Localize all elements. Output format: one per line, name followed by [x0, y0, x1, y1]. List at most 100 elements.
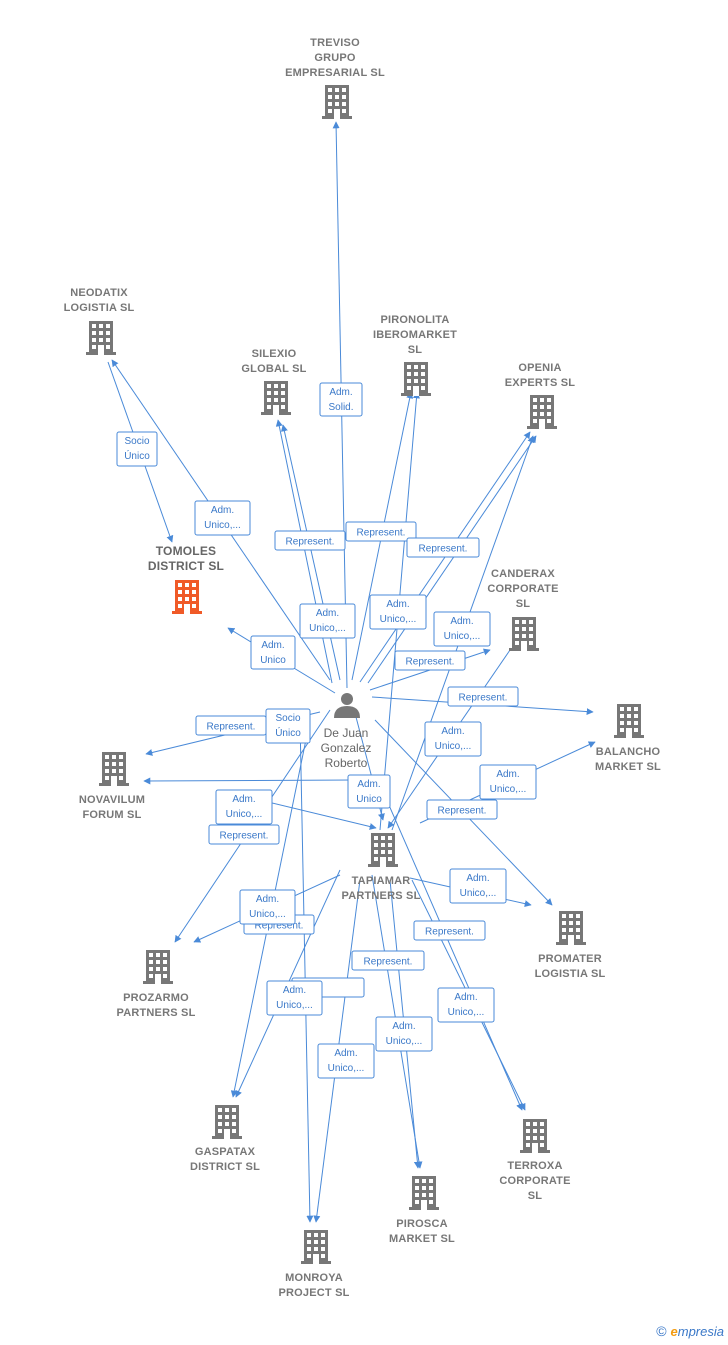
edge-label-text: Adm.: [334, 1048, 357, 1059]
building-icon: [614, 704, 644, 738]
edge-label-box: [265, 708, 311, 744]
edge-label-text: Socio: [124, 436, 149, 447]
building-icon: [401, 362, 431, 396]
company-name: FORUM SL: [82, 809, 141, 821]
company-name: BALANCHO: [596, 746, 661, 758]
edge-label-text: Represent.: [419, 544, 468, 555]
edge-label-text: Adm.: [450, 616, 473, 627]
edge-label[interactable]: Adm.Unico,...: [437, 987, 495, 1023]
edge-label[interactable]: Represent.: [406, 537, 480, 558]
edge-label-box: [447, 686, 519, 707]
edge-label[interactable]: Adm.Unico,...: [215, 789, 273, 825]
edge-label[interactable]: Adm. Unico,...: [299, 603, 356, 639]
edge-label-text: Único: [124, 449, 150, 462]
company-name: GLOBAL SL: [241, 363, 306, 375]
edge-label-text: Represent.: [438, 806, 487, 817]
edge-label-text: Unico,...: [309, 623, 346, 634]
company-name: MARKET SL: [389, 1233, 455, 1245]
company-name: GASPATAX: [195, 1146, 256, 1158]
edge-label-box: [317, 1043, 375, 1079]
edge-label-text: Unico,...: [435, 741, 472, 752]
edge-label-text: Adm.: [496, 769, 519, 780]
edge-label[interactable]: Adm.Unico: [250, 635, 296, 670]
edge-label-text: Unico,...: [386, 1036, 423, 1047]
edge-label[interactable]: Adm.Unico,...: [266, 980, 323, 1016]
edge-label[interactable]: Represent.: [195, 715, 267, 736]
edge-label-box: [208, 824, 280, 845]
relationship-edge: [143, 777, 356, 785]
edge-label-text: Adm.: [316, 608, 339, 619]
edge-label[interactable]: Adm.Unico,...: [239, 889, 296, 925]
edge-label-box: [426, 799, 498, 820]
edge-label-box: [369, 594, 427, 630]
edge-label-text: Adm.: [283, 985, 306, 996]
edge-label[interactable]: Represent.: [447, 686, 519, 707]
edge-label-text: Unico,...: [444, 631, 481, 642]
edge-label-text: Adm.: [211, 505, 234, 516]
edge-label[interactable]: Adm.Unico,...: [479, 764, 537, 800]
edge-label[interactable]: Adm. Unico,...: [317, 1043, 375, 1079]
building-icon: [212, 1105, 242, 1139]
relationship-edge: [377, 779, 523, 1111]
edge-label-box: [250, 635, 296, 670]
edge-label[interactable]: Represent.: [208, 824, 280, 845]
edge-label-text: Adm.: [386, 599, 409, 610]
edge-label-box: [433, 611, 491, 647]
person-name: Roberto: [325, 756, 368, 770]
edge-label-text: Represent.: [286, 537, 335, 548]
edge-label-text: Único: [275, 726, 301, 739]
edge-label[interactable]: Adm.Unico,...: [369, 594, 427, 630]
edge-label[interactable]: Represent.: [345, 521, 417, 542]
building-icon: [143, 950, 173, 984]
edge-label-text: Adm.: [232, 794, 255, 805]
edge-label[interactable]: Adm.Unico,...: [375, 1016, 433, 1052]
brand-initial: e: [670, 1324, 678, 1339]
edge-label[interactable]: Adm.Unico,...: [449, 868, 507, 904]
edge-label-box: [319, 382, 363, 417]
building-icon: [261, 381, 291, 415]
edge-label[interactable]: Adm.Unico,...: [424, 721, 482, 757]
company-name: TREVISO: [310, 37, 360, 49]
edge-label[interactable]: Represent.: [274, 530, 346, 551]
edge-label-text: Represent.: [207, 722, 256, 733]
company-name: TAPIAMAR: [352, 875, 411, 887]
edge-label[interactable]: Adm. Unico,...: [433, 611, 491, 647]
edge-label[interactable]: Represent.: [413, 920, 486, 941]
edge-label-text: Unico,...: [328, 1063, 365, 1074]
company-name: MONROYA: [285, 1272, 343, 1284]
edge-label-text: Adm.: [261, 640, 284, 651]
person-icon-body: [334, 706, 360, 718]
edge-label[interactable]: Adm.Solid.: [319, 382, 363, 417]
edge-label-text: Adm.: [357, 779, 380, 790]
edge-label[interactable]: Represent.: [351, 950, 425, 971]
edge-label[interactable]: Adm.Unico: [347, 774, 391, 809]
edge-label-text: Adm.: [454, 992, 477, 1003]
edge-label[interactable]: Represent.: [394, 650, 466, 671]
edge-label[interactable]: Represent.: [426, 799, 498, 820]
copyright-symbol: ©: [656, 1323, 667, 1339]
edge-label[interactable]: Adm.Unico,...: [194, 500, 251, 536]
edge-label-text: Socio: [275, 713, 300, 724]
footer-brand[interactable]: ©empresia: [656, 1323, 724, 1339]
company-name: EXPERTS SL: [505, 377, 576, 389]
